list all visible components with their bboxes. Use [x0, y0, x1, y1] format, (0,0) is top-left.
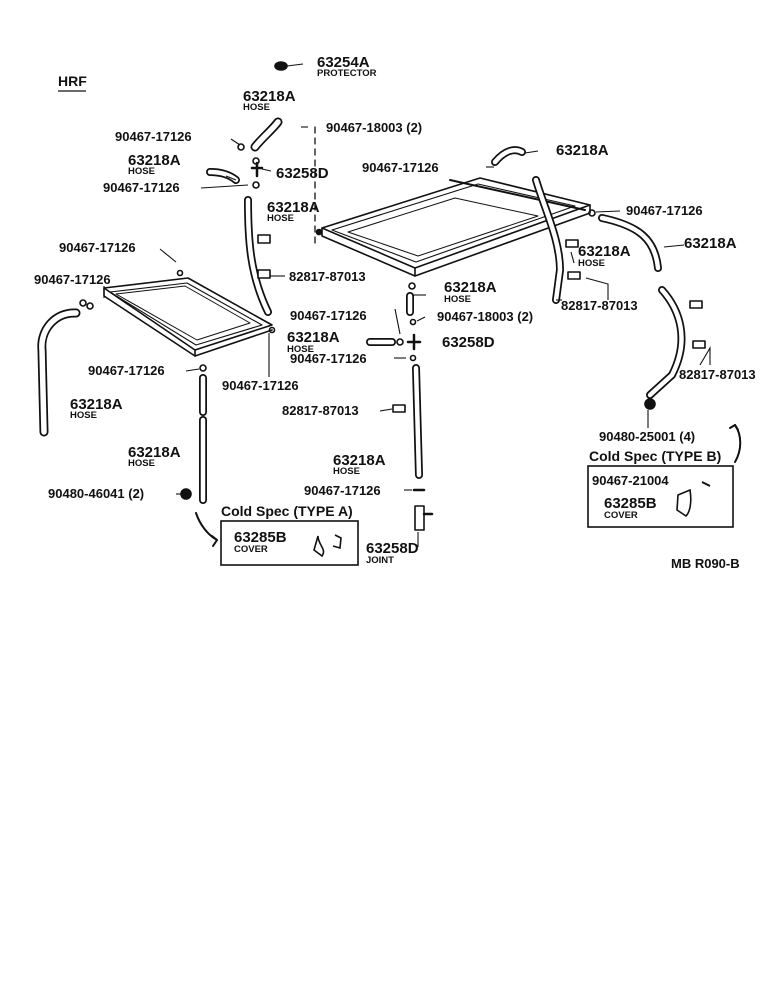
label-joint-mid: 63258D	[442, 334, 495, 351]
cold-spec-a-box	[220, 520, 359, 566]
label-clamp-e: 90467-17126	[290, 351, 367, 366]
label-cover-b-num: 63285B	[604, 495, 657, 512]
front-roof-frame	[103, 277, 273, 357]
label-cover-a-name: COVER	[234, 544, 268, 555]
label-protector-num: 63254A	[317, 54, 370, 71]
label-clamp-c: 90467-17126	[290, 308, 367, 323]
label-tape-right-b: 82817-87013	[679, 367, 756, 382]
label-clamp-left: 90467-17126	[34, 272, 111, 287]
label-grommet-left: 90480-46041 (2)	[48, 486, 144, 501]
label-grommet-right: 90480-25001 (4)	[599, 429, 695, 444]
label-clamp-left-top: 90467-17126	[59, 240, 136, 255]
label-cover-a-num: 63285B	[234, 529, 287, 546]
label-hose-front-name: HOSE	[128, 458, 155, 469]
label-clamp-a: 90467-17126	[115, 129, 192, 144]
leader-lines	[103, 63, 711, 547]
label-clamp-b: 90467-17126	[103, 180, 180, 195]
label-hose-rr-name: HOSE	[578, 258, 605, 269]
label-hose-e-num: 63218A	[333, 452, 386, 469]
label-hose-short-num: 63218A	[128, 152, 181, 169]
label-hose-front-num: 63218A	[128, 444, 181, 461]
label-hose-d-name: HOSE	[287, 344, 314, 355]
label-clamp-front-b: 90467-17126	[222, 378, 299, 393]
label-joint-bottom-num: 63258D	[366, 540, 419, 557]
label-tape-right-a: 82817-87013	[561, 298, 638, 313]
cold-spec-b-box	[587, 465, 734, 528]
label-hose-d-num: 63218A	[287, 329, 340, 346]
label-hose-rr-num: 63218A	[578, 243, 631, 260]
joint-bottom-part	[414, 505, 425, 531]
label-joint-bottom-name: JOINT	[366, 555, 394, 566]
label-hose-c-num: 63218A	[444, 279, 497, 296]
diagram-code-top: HRF	[58, 73, 87, 89]
protector-part	[274, 61, 288, 71]
label-clamp-f: 90467-17126	[304, 483, 381, 498]
label-hose-left-num: 63218A	[70, 396, 123, 413]
label-joint-top: 63258D	[276, 165, 329, 182]
label-hose-mid-name: HOSE	[267, 213, 294, 224]
label-tape-center: 82817-87013	[282, 403, 359, 418]
label-tape-mid: 82817-87013	[289, 269, 366, 284]
label-hose-e-name: HOSE	[333, 466, 360, 477]
label-hose-left-name: HOSE	[70, 410, 97, 421]
label-hose-right-num: 63218A	[684, 235, 737, 252]
label-hose-short-name: HOSE	[128, 166, 155, 177]
label-clamp-right-top: 90467-17126	[362, 160, 439, 175]
label-cold-spec-a: Cold Spec (TYPE A)	[221, 503, 353, 519]
labels: HRF 63254A PROTECTOR 63218A HOSE 90467-1…	[34, 54, 756, 571]
label-protector-name: PROTECTOR	[317, 68, 377, 79]
label-clamp-g: 90467-21004	[592, 473, 669, 488]
label-hose-c-name: HOSE	[444, 294, 471, 305]
label-hose-top-name: HOSE	[243, 102, 270, 113]
label-hose-mid-num: 63218A	[267, 199, 320, 216]
diagram-code-bottom: MB R090-B	[671, 556, 740, 571]
label-clip-b: 90467-18003 (2)	[437, 309, 533, 324]
label-hose-rt-num: 63218A	[556, 142, 609, 159]
label-clamp-right: 90467-17126	[626, 203, 703, 218]
illustration	[37, 61, 742, 547]
label-hose-top-num: 63218A	[243, 88, 296, 105]
label-clamp-front-a: 90467-17126	[88, 363, 165, 378]
label-cover-b-name: COVER	[604, 510, 638, 521]
label-clip-a: 90467-18003 (2)	[326, 120, 422, 135]
label-cold-spec-b: Cold Spec (TYPE B)	[589, 448, 721, 464]
